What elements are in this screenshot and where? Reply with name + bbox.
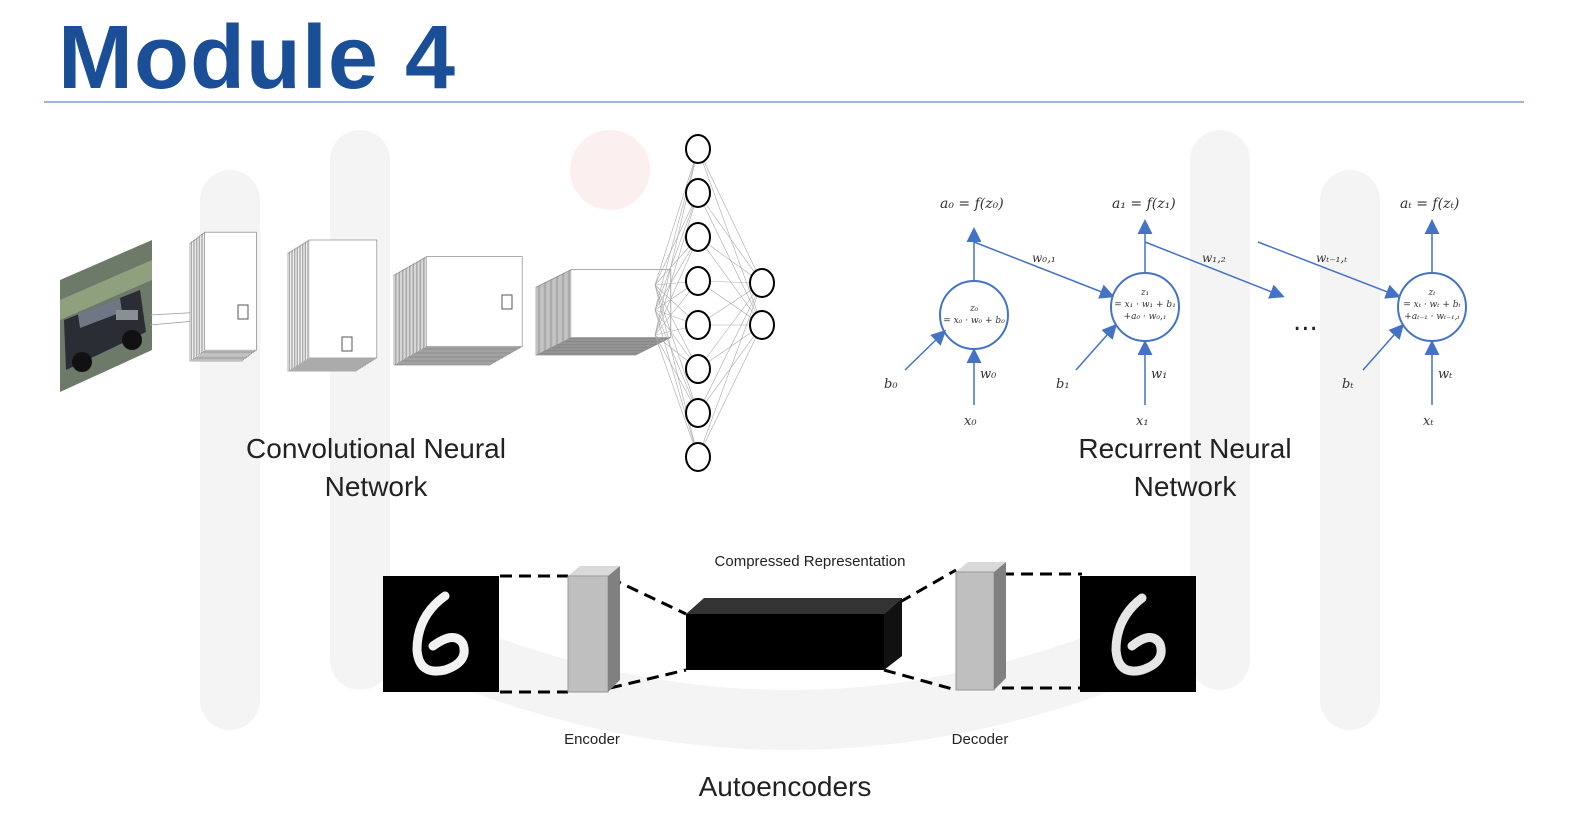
compressed-representation-label: Compressed Representation	[714, 553, 906, 570]
compressed-block	[686, 598, 902, 670]
encoder-block	[567, 566, 620, 693]
rnn-bias-arrow-0	[904, 329, 947, 371]
cnn-connection	[654, 334, 699, 458]
rnn-input-t: xₜ	[1423, 414, 1434, 429]
cnn-connection	[697, 148, 763, 284]
cnn-kernel	[501, 294, 513, 310]
cnn-hidden-node	[685, 398, 711, 428]
rnn-output-0: a₀ = f(z₀)	[940, 196, 1004, 212]
cnn-connection	[697, 148, 763, 326]
rnn-cell-0	[939, 280, 1009, 350]
rnn-recurrent-arrow-1	[1144, 241, 1285, 299]
cnn-connection	[654, 284, 699, 370]
cnn-connection	[654, 148, 699, 286]
ae-dash-dec-bottom	[883, 668, 957, 692]
cnn-hidden-node	[685, 222, 711, 252]
rnn-input-0: x₀	[964, 414, 977, 429]
input-digit-image	[383, 576, 499, 692]
output-digit-image	[1080, 576, 1196, 692]
cnn-hidden-node	[685, 266, 711, 296]
cnn-feature-map	[204, 231, 257, 351]
rnn-cell1-rec: +a₀ · w₀,₁	[1124, 312, 1167, 322]
cnn-connection	[654, 148, 699, 311]
cnn-feature-map	[570, 269, 672, 338]
rnn-input-1: x₁	[1136, 414, 1149, 429]
cnn-caption-line2: Network	[324, 471, 428, 502]
cnn-hidden-node	[685, 354, 711, 384]
rnn-bias-arrow-t	[1362, 323, 1404, 371]
cnn-output-node	[749, 310, 775, 340]
cnn-connection	[697, 324, 763, 414]
rnn-bias-t: bₜ	[1342, 377, 1354, 392]
cnn-connection	[697, 282, 763, 414]
cnn-conv-layers	[189, 231, 672, 372]
cnn-diagram	[149, 134, 775, 472]
cnn-connection	[654, 284, 699, 414]
rnn-diagram: a₀ = f(z₀) a₁ = f(z₁) aₜ = f(zₜ) w₀,₁ w₁…	[884, 196, 1467, 429]
cnn-hidden-node	[685, 178, 711, 208]
cnn-hidden-node	[685, 442, 711, 472]
slide-title: Module 4	[58, 8, 457, 108]
autoencoder-caption: Autoencoders	[698, 771, 872, 802]
cnn-kernel	[237, 304, 249, 320]
decoder-label: Decoder	[951, 731, 1009, 748]
rnn-cellt-rec: +aₜ₋₁ · wₜ₋₁,ₜ	[1404, 312, 1460, 322]
cnn-connection	[697, 192, 763, 326]
cnn-connection	[654, 236, 699, 336]
cnn-connection	[697, 192, 763, 284]
rnn-cell0-z: z₀	[969, 304, 979, 314]
cnn-connection	[697, 282, 763, 458]
rnn-caption: Recurrent Neural Network	[1040, 430, 1330, 506]
rnn-input-weight-0: w₀	[980, 367, 997, 382]
rnn-ellipsis: ...	[1293, 307, 1318, 337]
cnn-fc-nodes	[685, 134, 775, 472]
encoder-label: Encoder	[564, 731, 620, 748]
rnn-output-t: aₜ = f(zₜ)	[1400, 196, 1459, 212]
rnn-caption-line1: Recurrent Neural	[1078, 433, 1292, 464]
cnn-connection	[654, 192, 699, 336]
cnn-hidden-node	[685, 310, 711, 340]
ae-dash-enc-bottom	[609, 668, 687, 690]
rnn-bias-0: b₀	[884, 377, 898, 392]
title-underline	[44, 101, 1524, 103]
cnn-caption-line1: Convolutional Neural	[246, 433, 506, 464]
cnn-output-node	[749, 268, 775, 298]
cnn-connection	[654, 148, 699, 336]
rnn-weight-12: w₁,₂	[1202, 251, 1226, 265]
cnn-kernel	[341, 336, 353, 352]
cnn-connection	[654, 192, 699, 311]
rnn-cell1-z: z₁	[1140, 288, 1149, 298]
cnn-hidden-node	[685, 134, 711, 164]
cnn-connection	[654, 334, 699, 414]
rnn-input-weight-1: w₁	[1151, 367, 1167, 382]
rnn-bias-1: b₁	[1056, 377, 1070, 392]
autoencoder-diagram	[500, 562, 1082, 694]
rnn-caption-line2: Network	[1133, 471, 1237, 502]
rnn-weight-t1t: wₜ₋₁,ₜ	[1316, 251, 1347, 265]
cnn-connection	[697, 282, 763, 370]
cnn-connection	[697, 236, 763, 326]
cnn-connection	[654, 284, 699, 458]
rnn-cellt-eq: = xₜ · wₜ + bₜ	[1403, 300, 1461, 310]
rnn-weight-01: w₀,₁	[1032, 251, 1056, 265]
rnn-cellt-z: zₜ	[1428, 288, 1437, 298]
cnn-caption: Convolutional Neural Network	[216, 430, 536, 506]
rnn-cell1-eq: = x₁ · w₁ + b₁	[1114, 300, 1176, 310]
rnn-cell0-eq: = x₀ · w₀ + b₀	[943, 316, 1005, 326]
ae-dash-dec-top	[899, 568, 957, 604]
rnn-recurrent-arrow-0	[973, 241, 1115, 299]
decoder-block	[955, 562, 1006, 691]
cnn-connection	[654, 192, 699, 286]
rnn-input-weight-t: wₜ	[1438, 367, 1453, 382]
rnn-output-1: a₁ = f(z₁)	[1112, 196, 1176, 212]
cnn-fc-connections	[654, 148, 763, 458]
cnn-connection	[654, 309, 699, 414]
cnn-connection	[654, 309, 699, 458]
rnn-recurrent-arrow-t	[1257, 241, 1401, 299]
cnn-connection	[697, 324, 763, 458]
ae-dash-enc-top	[609, 576, 687, 616]
car-photo	[60, 240, 152, 392]
rnn-bias-arrow-1	[1075, 323, 1117, 371]
